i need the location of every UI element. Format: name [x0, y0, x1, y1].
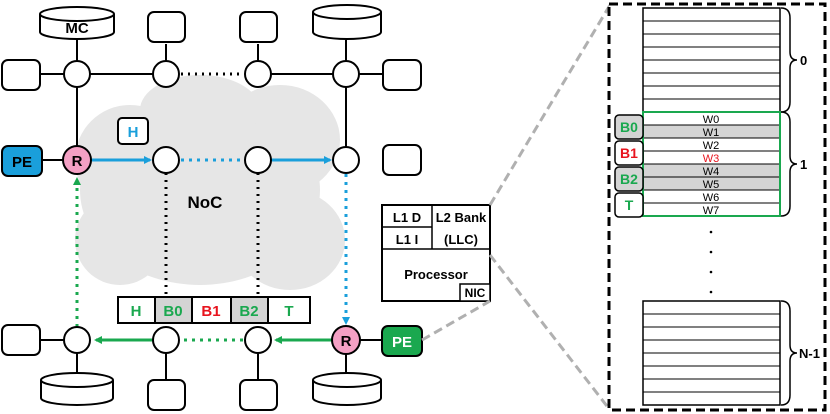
word-6: W6: [703, 192, 720, 204]
router-destination-label: R: [341, 333, 352, 350]
llc-label: (LLC): [444, 232, 478, 247]
router-source: [62, 145, 92, 175]
pe-boxes: [1, 11, 422, 411]
flit-body-1: B1: [201, 303, 220, 320]
memory-tag-t: T: [625, 197, 634, 213]
group-braces: [780, 7, 798, 406]
group-label-n-1: N-1: [799, 346, 820, 361]
l1d-label: L1 D: [393, 210, 421, 225]
word-1: W1: [703, 127, 720, 139]
pe-source-label: PE: [12, 154, 32, 171]
noc-label: NoC: [188, 193, 223, 212]
mc-label: MC: [65, 20, 88, 37]
memory-controller-bottom-right: [312, 372, 382, 406]
pe-destination: [381, 325, 423, 357]
head-flit-blue: [117, 117, 149, 145]
router-source-label: R: [72, 153, 83, 170]
word-5: W5: [703, 179, 720, 191]
word-2: W2: [703, 140, 720, 152]
processor-label: Processor: [404, 267, 468, 282]
green-route: [73, 177, 332, 344]
flit-tail: T: [284, 303, 293, 320]
router-destination: [331, 325, 361, 355]
memory-controller-top-right: [312, 4, 382, 40]
memory-tag-b0: B0: [620, 119, 638, 135]
l2-bank-label: L2 Bank: [436, 210, 487, 225]
memory-tag-b1: B1: [620, 145, 638, 161]
flit-body-2: B2: [239, 303, 258, 320]
l1i-label: L1 I: [396, 232, 418, 247]
routers: [63, 60, 360, 354]
node-detail: [381, 204, 491, 302]
memory-controller-top-left: MC: [39, 6, 115, 40]
word-4: W4: [703, 166, 720, 178]
word-7: W7: [703, 205, 720, 217]
group-label-1: 1: [800, 157, 807, 172]
flit-body-0: B0: [163, 303, 182, 320]
word-3: W3: [703, 153, 720, 165]
ellipsis-dots: [709, 230, 713, 294]
noc-dotted-links: [164, 72, 260, 300]
word-0: W0: [703, 114, 720, 126]
nic-label: NIC: [465, 286, 486, 300]
flit-head: H: [131, 303, 142, 320]
row-block-top: [642, 7, 781, 113]
word-labels: W0 W1 W2 W3 W4 W5 W6 W7: [703, 114, 720, 217]
group-label-0: 0: [800, 53, 807, 68]
head-flit-blue-label: H: [128, 124, 139, 141]
zoom-connectors: [421, 4, 612, 411]
memory-tag-b2: B2: [620, 171, 638, 187]
memory-flit-tags: [614, 114, 644, 218]
row-block-bottom: [642, 300, 781, 406]
noc-cloud: [75, 75, 345, 290]
memory-controller-bottom-left: [40, 372, 114, 406]
pe-destination-label: PE: [392, 334, 412, 351]
group-highlight: [642, 111, 781, 217]
packet-flits: [117, 296, 311, 324]
blue-route: [91, 156, 350, 325]
